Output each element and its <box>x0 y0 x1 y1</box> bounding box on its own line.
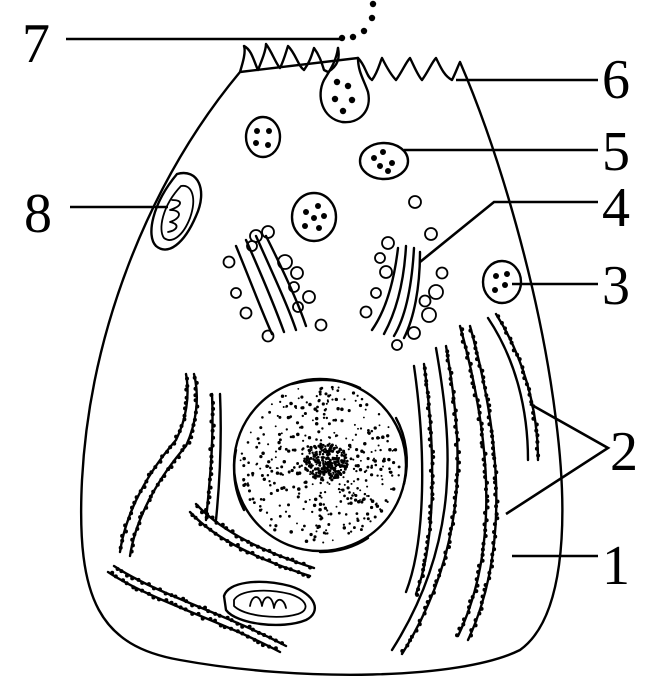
label-2: 2 <box>610 421 638 483</box>
cell-membrane <box>80 42 564 676</box>
label-1: 1 <box>602 535 630 597</box>
label-7: 7 <box>22 13 50 75</box>
vesicle-upper-left <box>244 115 282 159</box>
vesicle-3 <box>481 259 523 305</box>
rough-endoplasmic-reticulum <box>106 312 541 656</box>
nucleolus <box>302 442 349 482</box>
secretory-vesicle-fusing <box>319 46 370 124</box>
label-6: 6 <box>602 49 630 111</box>
vesicle-middle <box>290 191 338 243</box>
golgi-left <box>222 225 328 343</box>
label-8: 8 <box>24 183 52 245</box>
mitochondrion-bottom <box>222 580 316 627</box>
mitochondrion-8 <box>150 171 203 251</box>
label-4: 4 <box>602 177 630 239</box>
vesicle-7-dots <box>331 78 356 115</box>
leader-line-2 <box>505 402 611 516</box>
ribosome-dots <box>110 314 541 653</box>
label-3: 3 <box>602 255 630 317</box>
leader-line-4 <box>419 200 598 264</box>
nucleus <box>232 377 409 554</box>
golgi-right <box>359 195 449 351</box>
secreted-dots <box>338 0 377 42</box>
label-5: 5 <box>602 121 630 183</box>
vesicle-5 <box>358 141 410 181</box>
